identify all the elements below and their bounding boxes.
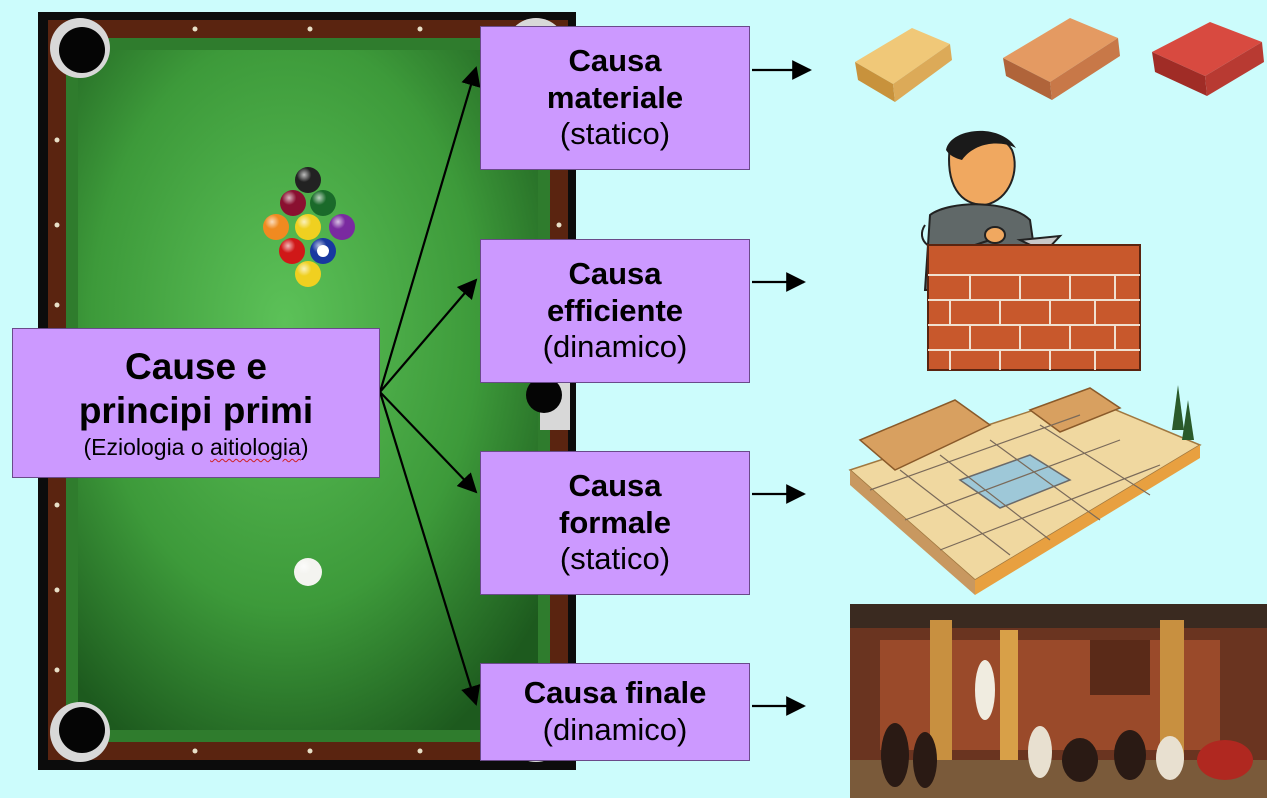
roman-atrium-picture <box>850 604 1267 798</box>
cause-title-line2: formale <box>559 504 671 540</box>
cause-title-line2: efficiente <box>546 292 684 328</box>
cause-title-line2: materiale <box>546 79 684 115</box>
arrow-to-finale <box>378 391 481 706</box>
racked-balls <box>263 167 355 287</box>
cause-kind: (dinamico) <box>542 329 688 365</box>
arrow-to-efficiente <box>379 278 478 393</box>
arrow-to-materiale <box>378 66 481 393</box>
cause-kind: (statico) <box>559 116 671 152</box>
cause-box-efficiente: Causa efficiente (dinamico) <box>480 239 750 383</box>
cause-box-formale: Causa formale (statico) <box>480 451 750 595</box>
boy-building-wall-picture <box>920 130 1141 371</box>
cause-title-line1: Causa <box>568 468 662 504</box>
cause-box-materiale: Causa materiale (statico) <box>480 26 750 170</box>
arrow-to-formale <box>379 391 478 494</box>
cause-title-line1: Causa <box>568 43 662 79</box>
cause-kind: (dinamico) <box>542 712 688 747</box>
cause-box-finale: Causa finale (dinamico) <box>480 663 750 761</box>
bricks-picture <box>855 18 1264 102</box>
main-subtitle: (Eziologia o aitiologia) <box>83 433 309 460</box>
main-concept-box: Cause e principi primi (Eziologia o aiti… <box>12 328 380 478</box>
misspelled-word: aitiologia <box>210 433 301 460</box>
cause-kind: (statico) <box>559 541 671 577</box>
main-title-line2: principi primi <box>78 390 314 432</box>
roman-house-picture <box>848 385 1202 595</box>
cause-title-line1: Causa <box>568 256 662 292</box>
main-title-line1: Cause e <box>125 346 267 388</box>
cause-title: Causa finale <box>523 675 707 711</box>
